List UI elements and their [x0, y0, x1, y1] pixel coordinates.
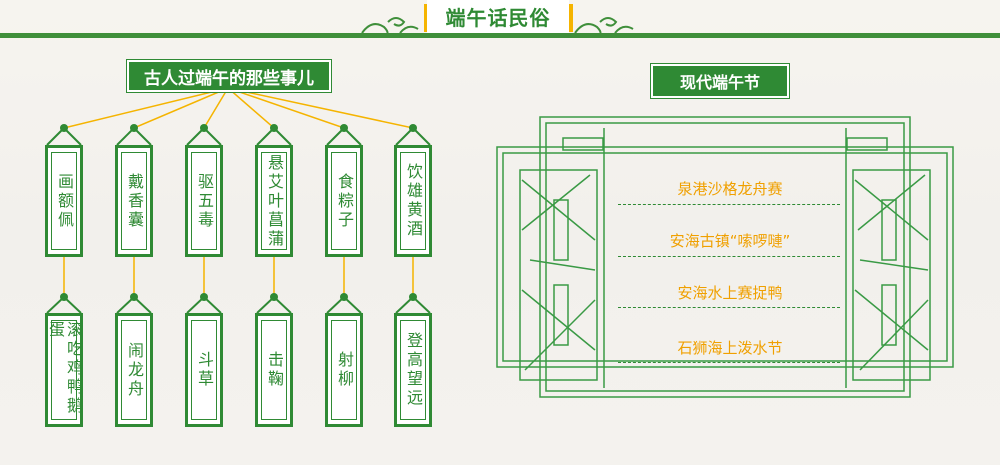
plaque-hanger: [116, 124, 152, 146]
custom-plaque-top: 戴香囊: [115, 145, 153, 257]
custom-plaque-top: 驱五毒: [185, 145, 223, 257]
plaque-border: 击鞠: [261, 320, 287, 420]
custom-plaque-top: 食粽子: [325, 145, 363, 257]
plaque-hanger: [46, 124, 82, 146]
plaque-border: 饮雄黄酒: [400, 152, 426, 250]
divider: [618, 362, 840, 363]
custom-plaque-top: 饮雄黄酒: [394, 145, 432, 257]
plaque-hanger: [256, 293, 292, 314]
plaque-hanger: [46, 293, 82, 314]
pin-icon: [409, 124, 417, 132]
festival-item: 泉港沙格龙舟赛: [677, 180, 783, 198]
plaque-text: 击鞠: [265, 351, 284, 389]
divider: [618, 256, 840, 257]
plaque-hanger: [326, 293, 362, 314]
plaque-border: 斗草: [191, 320, 217, 420]
pin-icon: [270, 124, 278, 132]
string: [227, 87, 275, 129]
divider: [618, 204, 840, 205]
plaque-text: 画额佩: [55, 172, 74, 230]
plaque-border: 射柳: [331, 320, 357, 420]
pin-icon: [200, 124, 208, 132]
plaque-text: 驱五毒: [195, 172, 214, 230]
pin-icon: [130, 124, 138, 132]
plaque-text: 登高望远: [404, 332, 423, 408]
plaque-border: 驱五毒: [191, 152, 217, 250]
custom-plaque-bottom: 射柳: [325, 313, 363, 427]
festival-item: 安海水上赛捉鸭: [677, 284, 783, 302]
string: [227, 87, 414, 129]
pin-icon: [270, 293, 278, 301]
plaque-text: 斗草: [195, 351, 214, 389]
custom-plaque-bottom: 登高望远: [394, 313, 432, 427]
pin-icon: [200, 293, 208, 301]
plaque-hanger: [186, 293, 222, 314]
pin-icon: [130, 293, 138, 301]
plaque-border: 食粽子: [331, 152, 357, 250]
pin-icon: [340, 124, 348, 132]
plaque-text: 射柳: [335, 351, 354, 389]
plaque-text: 饮雄黄酒: [404, 163, 423, 239]
custom-plaque-bottom: 滚吃鸡鸭鹅蛋: [45, 313, 83, 427]
pin-icon: [340, 293, 348, 301]
custom-plaque-bottom: 闹龙舟: [115, 313, 153, 427]
festival-item: 石狮海上泼水节: [677, 339, 783, 357]
custom-plaque-top: 悬艾叶菖蒲: [255, 145, 293, 257]
custom-plaque-top: 画额佩: [45, 145, 83, 257]
plaque-border: 画额佩: [51, 152, 77, 250]
string: [203, 87, 229, 129]
string: [63, 87, 229, 129]
window-frame: [496, 116, 954, 398]
plaque-hanger: [256, 124, 292, 146]
plaque-hanger: [326, 124, 362, 146]
pin-icon: [60, 124, 68, 132]
left-section-title: 古人过端午的那些事儿: [126, 59, 332, 93]
header-bar: [0, 33, 1000, 38]
pin-icon: [409, 293, 417, 301]
string: [133, 87, 229, 129]
string: [227, 87, 345, 129]
plaque-hanger: [186, 124, 222, 146]
plaque-hanger: [395, 293, 431, 314]
plaque-text: 滚吃鸡鸭鹅蛋: [46, 321, 83, 416]
plaque-border: 悬艾叶菖蒲: [261, 152, 287, 250]
plaque-text: 戴香囊: [125, 172, 144, 230]
plaque-hanger: [116, 293, 152, 314]
header-accent-left: [424, 4, 429, 32]
plaque-text: 闹龙舟: [125, 341, 144, 399]
plaque-hanger: [395, 124, 431, 146]
right-section-title: 现代端午节: [650, 63, 790, 99]
plaque-text: 悬艾叶菖蒲: [265, 153, 284, 249]
page-title: 端午话民俗: [427, 0, 569, 33]
plaque-text: 食粽子: [335, 172, 354, 230]
custom-plaque-bottom: 击鞠: [255, 313, 293, 427]
plaque-border: 登高望远: [400, 320, 426, 420]
pin-icon: [60, 293, 68, 301]
custom-plaque-bottom: 斗草: [185, 313, 223, 427]
divider: [618, 307, 840, 308]
header-accent-right: [568, 4, 573, 32]
plaque-border: 闹龙舟: [121, 320, 147, 420]
plaque-border: 戴香囊: [121, 152, 147, 250]
festival-item: 安海古镇“嗦啰嗹”: [669, 232, 791, 250]
plaque-border: 滚吃鸡鸭鹅蛋: [46, 320, 83, 420]
